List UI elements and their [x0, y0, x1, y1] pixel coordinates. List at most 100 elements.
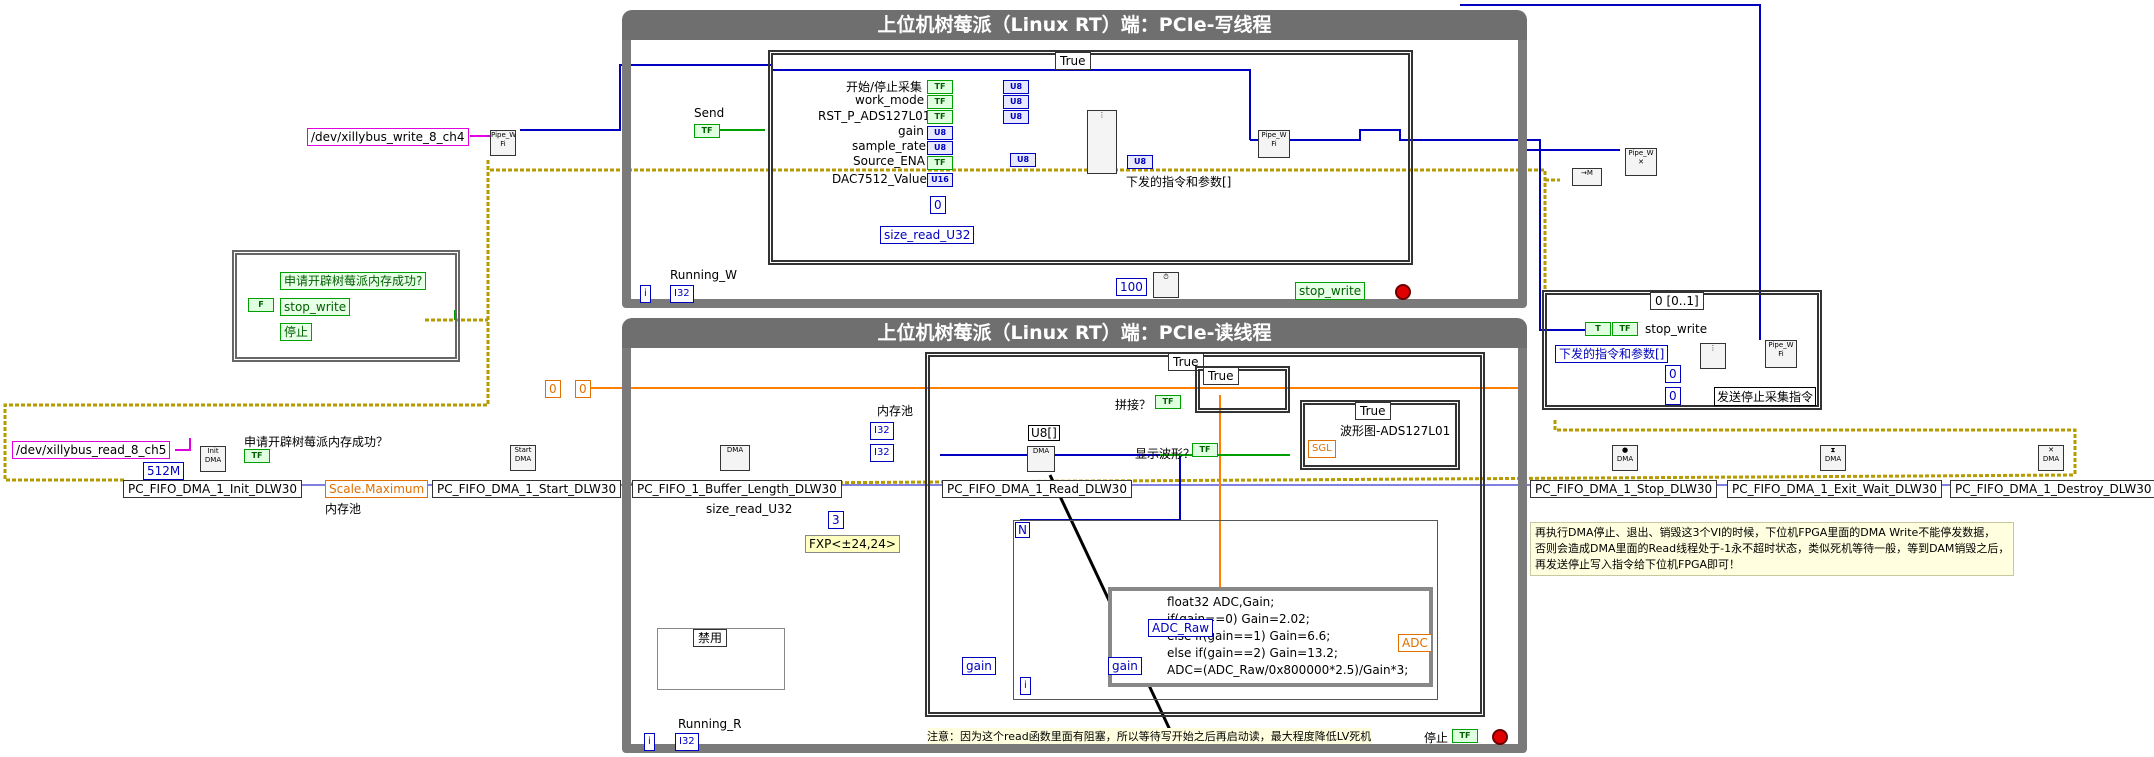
gain-control[interactable]: gain: [962, 657, 996, 675]
show-wave-control[interactable]: TF: [1192, 443, 1218, 457]
write-case-structure[interactable]: [768, 50, 1413, 265]
read-path-control[interactable]: /dev/xillybus_read_8_ch5: [12, 441, 171, 459]
close-pipe-vi[interactable]: Pipe_W✕: [1625, 148, 1657, 176]
adc-output[interactable]: ADC: [1398, 634, 1432, 652]
scale-max-property[interactable]: Scale.Maximum: [325, 480, 429, 498]
running-r-indicator[interactable]: I32: [675, 733, 699, 751]
disabled-structure[interactable]: [657, 628, 785, 690]
splice-label: 拼接？: [1115, 398, 1152, 412]
wave-graph-label: 波形图-ADS127L01: [1340, 424, 1451, 438]
read-while-loop[interactable]: 上位机树莓派（Linux RT）端：PCIe-读线程: [622, 318, 1527, 753]
cmd-array-label: 下发的指令和参数[]: [1126, 175, 1232, 189]
tf-terminal-3[interactable]: TF: [927, 110, 953, 124]
for-loop[interactable]: [1013, 520, 1438, 700]
stop-write-label: stop_write: [1645, 322, 1708, 336]
iteration-terminal-w: i: [640, 285, 651, 303]
destroy-vi-selector[interactable]: PC_FIFO_DMA_1_Destroy_DLW30: [1950, 480, 2154, 498]
orange-zero-2[interactable]: 0: [575, 380, 591, 398]
u8-terminal-rate[interactable]: U8: [927, 141, 953, 155]
adc-raw-input[interactable]: ADC_Raw: [1148, 619, 1214, 637]
buffer-length-vi[interactable]: DMA: [720, 445, 750, 471]
write-stop-terminal[interactable]: [1395, 284, 1411, 300]
gain-input[interactable]: gain: [1108, 657, 1142, 675]
ref-3[interactable]: 停止: [280, 323, 313, 341]
read-loop-title: 上位机树莓派（Linux RT）端：PCIe-读线程: [622, 318, 1527, 348]
init-vi-selector[interactable]: PC_FIFO_DMA_1_Init_DLW30: [123, 480, 302, 498]
disabled-selector[interactable]: 禁用: [693, 629, 728, 647]
wave-graph-indicator[interactable]: SGL: [1308, 440, 1336, 458]
running-r-label: Running_R: [678, 717, 742, 731]
read-vi-selector[interactable]: PC_FIFO_DMA_1_Read_DLW30: [942, 480, 1132, 498]
u8-terminal-gain[interactable]: U8: [927, 126, 953, 140]
u8-array-label: U8[]: [1028, 425, 1060, 441]
ref-1[interactable]: 申请开辟树莓派内存成功?: [280, 272, 427, 290]
start-vi-selector[interactable]: PC_FIFO_DMA_1_Start_DLW30: [432, 480, 622, 498]
build-array-node[interactable]: ⋮: [1087, 110, 1117, 174]
send-stop-label: 发送停止采集指令: [1714, 387, 1817, 406]
stop-write-tf[interactable]: TF: [1612, 322, 1638, 336]
read-outer-case-selector[interactable]: True: [1168, 353, 1204, 371]
wait-constant[interactable]: 100: [1116, 278, 1147, 296]
right-note: 再执行DMA停止、退出、销毁这3个VI的时候，下位机FPGA里面的DMA Wri…: [1530, 522, 2015, 576]
control-work-mode: work_mode: [855, 93, 925, 107]
u16-terminal-dac[interactable]: U16: [927, 173, 953, 187]
false-constant[interactable]: F: [248, 298, 274, 312]
tf-terminal-4[interactable]: TF: [927, 156, 953, 170]
stop-vi-selector[interactable]: PC_FIFO_DMA_1_Stop_DLW30: [1530, 480, 1718, 498]
cmd-array-indicator[interactable]: U8: [1127, 155, 1153, 169]
wave-case-selector[interactable]: True: [1355, 402, 1391, 420]
splice-case-selector[interactable]: True: [1203, 367, 1239, 385]
write-path-control[interactable]: /dev/xillybus_write_8_ch4: [307, 128, 469, 146]
read-stop-terminal[interactable]: [1492, 729, 1508, 745]
send-bool-control[interactable]: TF: [694, 124, 720, 138]
u8-convert-2: U8: [1003, 95, 1029, 109]
stop-write-local[interactable]: stop_write: [1295, 282, 1366, 300]
for-loop-n: N: [1015, 522, 1030, 538]
mem-pool-ind-1[interactable]: I32: [870, 422, 894, 440]
read-stop-control[interactable]: TF: [1452, 729, 1478, 743]
running-w-indicator[interactable]: I32: [670, 285, 694, 303]
splice-case[interactable]: [1195, 366, 1290, 413]
u8-convert-4: U8: [1010, 153, 1036, 167]
sequence-selector[interactable]: 0 [0..1]: [1650, 292, 1704, 310]
tf-terminal-1[interactable]: TF: [927, 80, 953, 94]
exit-dma-vi[interactable]: ⧗DMA: [1820, 445, 1846, 471]
orange-zero-1[interactable]: 0: [545, 380, 561, 398]
control-dac-value: DAC7512_Value: [832, 172, 927, 186]
splice-control[interactable]: TF: [1155, 395, 1181, 409]
read-dma-vi[interactable]: DMA: [1027, 446, 1055, 472]
buffer-length-vi-selector[interactable]: PC_FIFO_1_Buffer_Length_DLW30: [632, 480, 842, 498]
mult-constant[interactable]: 3: [828, 511, 844, 529]
size-constant[interactable]: 512M: [143, 462, 185, 480]
read-stop-label: 停止: [1424, 731, 1449, 745]
destroy-dma-vi[interactable]: ✕DMA: [2038, 445, 2064, 471]
formula-node[interactable]: [1108, 587, 1433, 687]
tf-terminal-2[interactable]: TF: [927, 95, 953, 109]
ref-2[interactable]: stop_write: [280, 298, 351, 316]
zero-const-2[interactable]: 0: [1665, 387, 1681, 405]
right-note-line-2: 否则会造成DMA里面的Read线程处于-1永不超时状态，类似死机等待一般，等到D…: [1535, 542, 2010, 555]
replace-array-vi[interactable]: ⋮: [1700, 343, 1726, 369]
exit-vi-selector[interactable]: PC_FIFO_DMA_1_Exit_Wait_DLW30: [1727, 480, 1943, 498]
true-constant[interactable]: T: [1585, 322, 1611, 336]
stop-dma-vi[interactable]: ●DMA: [1612, 445, 1638, 471]
u8-convert-1: U8: [1003, 80, 1029, 94]
cmd-local[interactable]: 下发的指令和参数[]: [1555, 345, 1669, 363]
write-while-loop[interactable]: 上位机树莓派（Linux RT）端：PCIe-写线程: [622, 10, 1527, 308]
alloc-success-ind[interactable]: TF: [244, 449, 270, 463]
control-rst: RST_P_ADS127L01: [818, 109, 931, 123]
write-case-selector[interactable]: True: [1055, 52, 1091, 70]
read-outer-case[interactable]: [925, 352, 1485, 717]
const-zero[interactable]: 0: [930, 196, 946, 214]
mem-pool-ind-2[interactable]: I32: [870, 444, 894, 462]
merge-error-vi[interactable]: →M: [1572, 168, 1602, 186]
size-read-local[interactable]: size_read_U32: [880, 226, 975, 244]
iteration-terminal-r: i: [644, 733, 655, 751]
zero-const-1[interactable]: 0: [1665, 365, 1681, 383]
ref-case[interactable]: [232, 250, 460, 362]
